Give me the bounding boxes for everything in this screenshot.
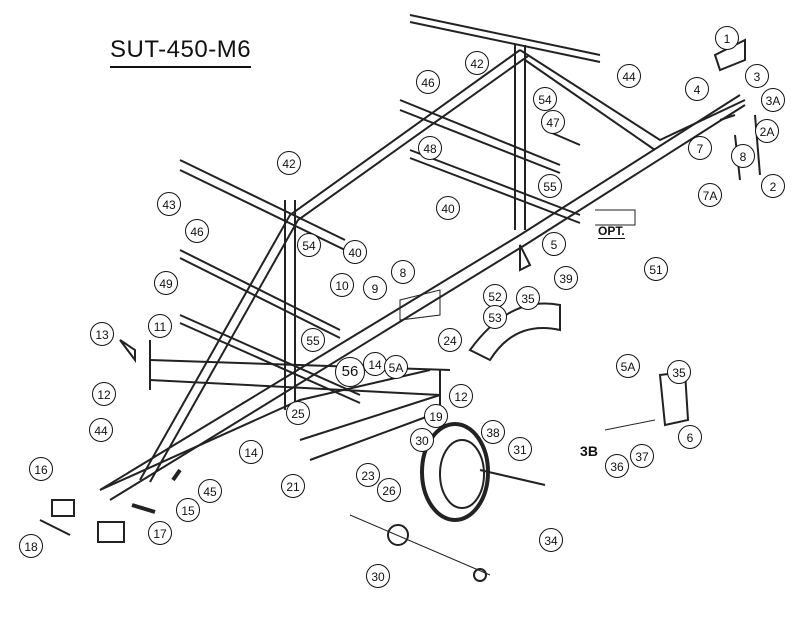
- callout-46: 46: [416, 70, 440, 94]
- callout-3A: 3A: [761, 88, 785, 112]
- callout-48: 48: [418, 136, 442, 160]
- callout-8: 8: [731, 144, 755, 168]
- callout-24: 24: [438, 328, 462, 352]
- callout-40: 40: [436, 196, 460, 220]
- callout-12: 12: [449, 384, 473, 408]
- callout-16: 16: [29, 457, 53, 481]
- callout-56: 56: [335, 357, 365, 387]
- callout-40: 40: [343, 240, 367, 264]
- callout-4: 4: [685, 77, 709, 101]
- callout-54: 54: [533, 87, 557, 111]
- callout-3B: 3B: [577, 439, 601, 463]
- callout-44: 44: [617, 64, 641, 88]
- callout-5A: 5A: [384, 355, 408, 379]
- callout-9: 9: [363, 276, 387, 300]
- callout-35: 35: [667, 360, 691, 384]
- callout-30: 30: [410, 428, 434, 452]
- callout-54: 54: [297, 233, 321, 257]
- callout-45: 45: [198, 479, 222, 503]
- callout-1: 1: [715, 26, 739, 50]
- callout-5: 5: [542, 232, 566, 256]
- callout-15: 15: [176, 498, 200, 522]
- callout-2: 2: [761, 174, 785, 198]
- callout-18: 18: [19, 534, 43, 558]
- callout-38: 38: [481, 420, 505, 444]
- callout-35: 35: [516, 286, 540, 310]
- callout-49: 49: [154, 271, 178, 295]
- callout-37: 37: [630, 444, 654, 468]
- callout-36: 36: [605, 454, 629, 478]
- callout-47: 47: [541, 110, 565, 134]
- callout-43: 43: [157, 192, 181, 216]
- callout-13: 13: [90, 322, 114, 346]
- callout-3: 3: [745, 64, 769, 88]
- callout-12: 12: [92, 382, 116, 406]
- diagram-title: SUT-450-M6: [110, 36, 252, 68]
- callout-30: 30: [366, 564, 390, 588]
- callout-10: 10: [330, 273, 354, 297]
- callout-23: 23: [356, 463, 380, 487]
- callout-6: 6: [678, 425, 702, 449]
- callout-21: 21: [281, 474, 305, 498]
- callout-17: 17: [148, 521, 172, 545]
- callout-25: 25: [286, 401, 310, 425]
- callout-51: 51: [644, 257, 668, 281]
- callout-34: 34: [539, 528, 563, 552]
- callout-2A: 2A: [755, 119, 779, 143]
- callout-46: 46: [185, 219, 209, 243]
- callout-44: 44: [89, 418, 113, 442]
- callout-11: 11: [148, 314, 172, 338]
- callout-42: 42: [465, 51, 489, 75]
- callout-7A: 7A: [698, 183, 722, 207]
- callout-14: 14: [239, 440, 263, 464]
- callout-53: 53: [483, 305, 507, 329]
- callout-26: 26: [377, 478, 401, 502]
- callout-55: 55: [301, 328, 325, 352]
- callout-5A: 5A: [616, 354, 640, 378]
- callout-39: 39: [554, 266, 578, 290]
- callout-19: 19: [424, 404, 448, 428]
- callout-55: 55: [538, 174, 562, 198]
- callout-31: 31: [508, 437, 532, 461]
- callout-8: 8: [391, 260, 415, 284]
- callout-42: 42: [277, 151, 301, 175]
- optional-label: OPT.: [598, 224, 625, 239]
- callout-7: 7: [688, 136, 712, 160]
- callout-14: 14: [363, 352, 387, 376]
